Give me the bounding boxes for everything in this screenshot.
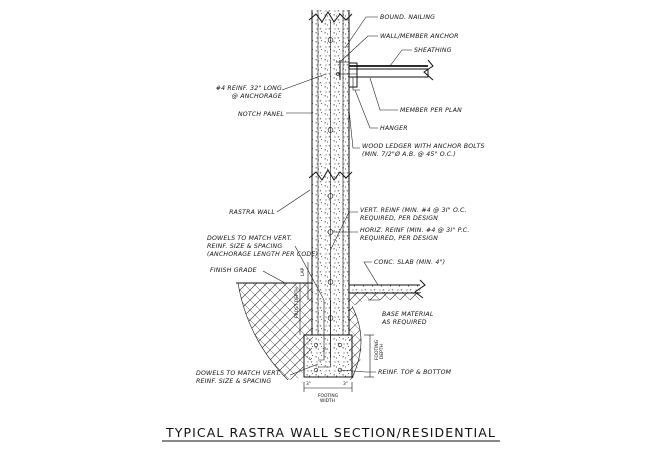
label-conc-slab: CONC. SLAB (MIN. 4") bbox=[374, 259, 445, 266]
label-hanger: HANGER bbox=[380, 125, 408, 132]
dimension-lines bbox=[295, 262, 374, 392]
floor-framing bbox=[336, 59, 434, 91]
concrete-slab bbox=[349, 279, 426, 299]
label-notch-panel: NOTCH PANEL bbox=[238, 111, 284, 118]
label-vert-reinf-1: VERT. REINF (MIN. #4 @ 3I" O.C. bbox=[360, 206, 467, 214]
label-member-per-plan: MEMBER PER PLAN bbox=[400, 107, 462, 114]
label-dim-right: 3" bbox=[343, 381, 348, 387]
label-frost-depth: FROST DEPTH bbox=[294, 287, 300, 318]
rastra-wall bbox=[308, 10, 353, 358]
label-lap: LAP bbox=[300, 267, 306, 276]
label-footing-depth-2: DEPTH bbox=[379, 344, 385, 359]
drawing-title: TYPICAL RASTRA WALL SECTION/RESIDENTIAL bbox=[162, 425, 500, 442]
label-dim-left: 3" bbox=[306, 381, 311, 387]
label-footing-width-2: WIDTH bbox=[320, 398, 335, 404]
label-bond-nailing: BOUND. NAILING bbox=[380, 14, 435, 21]
label-wall-member-anchor: WALL/MEMBER ANCHOR bbox=[380, 33, 459, 40]
footing bbox=[303, 300, 353, 378]
label-footing-width-1: FOOTING bbox=[318, 393, 339, 399]
label-base-material-1: BASE MATERIAL bbox=[382, 311, 434, 318]
title-text: TYPICAL RASTRA WALL SECTION/RESIDENTIAL bbox=[165, 425, 496, 440]
label-dim-bottom: 3" bbox=[322, 348, 327, 354]
label-wood-ledger-2: (MIN. 7/2"Ø A.B. @ 45" O.C.) bbox=[362, 150, 456, 158]
label-reinf-top-bottom: REINF. TOP & BOTTOM bbox=[378, 369, 452, 376]
label-dowels-b-1: DOWELS TO MATCH VERT. bbox=[196, 370, 281, 377]
callout-labels: BOUND. NAILING WALL/MEMBER ANCHOR SHEATH… bbox=[196, 14, 485, 404]
label-dowels-1: DOWELS TO MATCH VERT. bbox=[207, 235, 292, 242]
label-at-anchorage: @ ANCHORAGE bbox=[232, 92, 282, 100]
label-base-material-2: AS REQUIRED bbox=[381, 319, 427, 326]
label-rastra-wall: RASTRA WALL bbox=[229, 209, 275, 216]
label-wood-ledger-1: WOOD LEDGER WITH ANCHOR BOLTS bbox=[362, 143, 485, 150]
label-horiz-reinf-2: REQUIRED, PER DESIGN bbox=[360, 235, 438, 242]
label-horiz-reinf-1: HORIZ. REINF (MIN. #4 @ 3I" P.C. bbox=[360, 226, 470, 234]
label-reinf-32: #4 REINF. 32" LONG bbox=[216, 85, 282, 92]
label-dowels-2: REINF. SIZE & SPACING bbox=[207, 243, 282, 250]
leader-lines bbox=[262, 16, 412, 376]
label-vert-reinf-2: REQUIRED, PER DESIGN bbox=[360, 215, 438, 222]
label-finish-grade: FINISH GRADE bbox=[210, 267, 257, 274]
label-sheathing: SHEATHING bbox=[414, 47, 452, 54]
label-footing-depth-1: FOOTING bbox=[374, 339, 380, 360]
label-dowels-b-2: REINF. SIZE & SPACING bbox=[196, 378, 271, 385]
label-dowels-3: (ANCHORAGE LENGTH PER CODE) bbox=[207, 251, 318, 258]
